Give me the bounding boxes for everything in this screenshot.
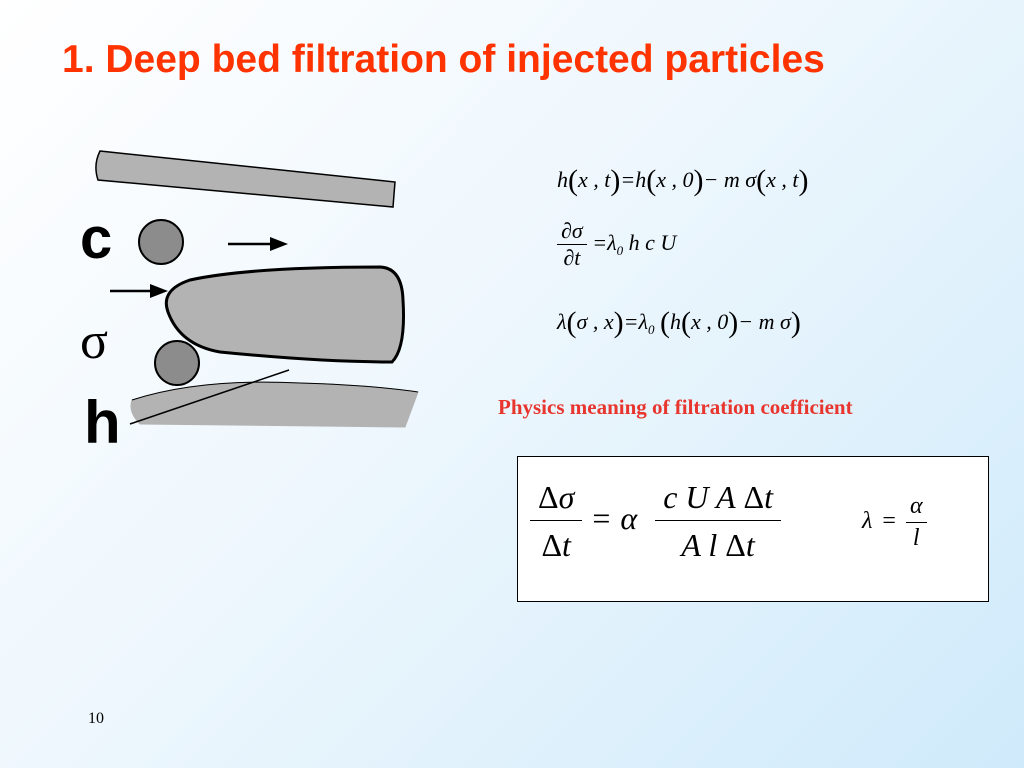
physics-meaning-heading: Physics meaning of filtration coefficien… — [498, 395, 853, 419]
box-equation-main: Δσ Δt =α c U A Δt A l Δt — [530, 479, 781, 564]
page-number: 10 — [88, 710, 104, 727]
particle-suspended — [138, 219, 184, 265]
label-h: h — [84, 389, 121, 456]
equation-1: h(x , t)=h(x , 0)− m σ(x , t) — [557, 164, 809, 198]
eq2-fraction: ∂σ ∂t — [557, 218, 587, 271]
eq1-text: h(x , t)=h(x , 0)− m σ(x , t) — [557, 164, 809, 197]
middle-grain — [164, 265, 405, 364]
label-sigma: σ — [80, 313, 109, 370]
particle-retained — [154, 340, 200, 386]
h-pointer-line — [129, 369, 290, 425]
eq3-text: λ(σ , x)=λ0 (h(x , 0)− m σ) — [557, 306, 801, 339]
flow-arrow-upper — [228, 237, 288, 251]
top-grain — [95, 150, 396, 208]
equation-box: Δσ Δt =α c U A Δt A l Δt λ= α l — [517, 456, 989, 602]
equation-3: λ(σ , x)=λ0 (h(x , 0)− m σ) — [557, 306, 801, 340]
flow-arrow-lower — [110, 284, 168, 298]
box-equation-lambda: λ= α l — [862, 493, 927, 552]
label-c: c — [80, 206, 113, 271]
bottom-grain — [130, 381, 419, 428]
equation-2: ∂σ ∂t =λ0 h c U — [557, 218, 676, 271]
slide-title: 1. Deep bed filtration of injected parti… — [62, 38, 825, 81]
